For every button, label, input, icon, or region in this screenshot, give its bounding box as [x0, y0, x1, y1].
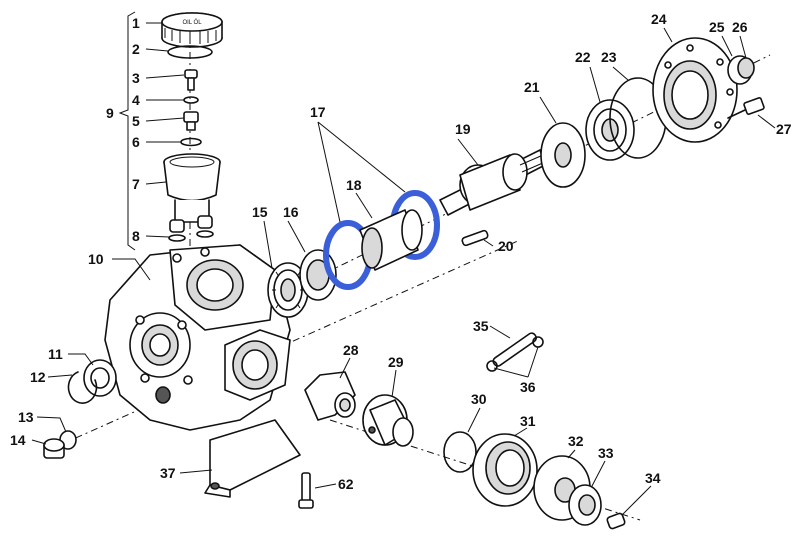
callout-3: 3	[132, 70, 140, 86]
callout-34: 34	[645, 470, 661, 486]
callout-6: 6	[132, 134, 140, 150]
callout-4: 4	[132, 92, 140, 108]
piston-29	[362, 394, 414, 447]
callout-20: 20	[498, 238, 514, 254]
callout-11: 11	[48, 346, 63, 362]
callout-33: 33	[598, 445, 614, 461]
callout-labels: 1 2 3 4 5 6 7 8 9 10 11 12 13 14 15 16 1…	[10, 11, 792, 492]
screw-62	[298, 472, 314, 509]
callout-62: 62	[338, 476, 354, 492]
callout-28: 28	[343, 342, 359, 358]
callout-5: 5	[132, 113, 140, 129]
pin-35	[492, 332, 538, 367]
pump-housing	[104, 244, 291, 431]
callout-18: 18	[346, 177, 362, 193]
callout-19: 19	[455, 121, 471, 137]
callout-36: 36	[520, 379, 536, 395]
oil-bowl	[163, 153, 221, 233]
callout-8: 8	[132, 228, 140, 244]
callout-25: 25	[709, 19, 725, 35]
valve-5	[183, 111, 199, 131]
callout-21: 21	[524, 79, 540, 95]
axis-main	[59, 239, 521, 446]
callout-10: 10	[88, 251, 104, 267]
conrod-28	[304, 371, 356, 421]
bearing-15	[267, 262, 309, 318]
oring-8b	[196, 230, 214, 238]
callout-27: 27	[776, 121, 792, 137]
bolt-34	[606, 512, 626, 530]
callout-37: 37	[160, 465, 176, 481]
callout-29: 29	[388, 354, 404, 370]
callout-16: 16	[283, 204, 299, 220]
circlip-12	[67, 371, 98, 404]
cylinder-31	[472, 433, 538, 507]
cap-label: OIL ÖL	[182, 19, 202, 26]
cover-24	[652, 37, 738, 143]
screw-3	[184, 69, 198, 91]
callout-2: 2	[132, 41, 140, 57]
callout-35: 35	[473, 318, 489, 334]
seal-26	[737, 57, 755, 79]
callout-23: 23	[601, 49, 617, 65]
key-20	[461, 229, 489, 247]
oring-30	[443, 431, 477, 473]
callout-17: 17	[310, 104, 326, 120]
clip-36b	[486, 360, 498, 372]
stand-37	[204, 419, 301, 498]
callout-15: 15	[252, 204, 268, 220]
seal-11	[83, 359, 117, 397]
bolt-27	[727, 97, 765, 119]
callout-31: 31	[520, 413, 536, 429]
callout-13: 13	[18, 409, 34, 425]
leader-lines	[31, 22, 776, 516]
callout-7: 7	[132, 176, 140, 192]
plug-14	[43, 430, 77, 459]
needle-bearing-18	[359, 209, 423, 271]
race-16	[299, 249, 337, 301]
oring-6	[180, 137, 202, 147]
callout-1: 1	[132, 15, 140, 31]
seal-plate-21	[540, 122, 586, 188]
callout-30: 30	[471, 391, 487, 407]
callout-26: 26	[732, 19, 748, 35]
valve-33	[568, 484, 602, 526]
callout-14: 14	[10, 432, 26, 448]
oring-8a	[168, 234, 186, 242]
callout-9: 9	[106, 105, 114, 121]
cap-oring	[167, 45, 213, 59]
callout-32: 32	[568, 433, 584, 449]
callout-24: 24	[651, 11, 667, 27]
oil-cap: OIL ÖL	[161, 12, 223, 48]
crankshaft-19	[439, 149, 553, 216]
bracket-9	[118, 11, 136, 251]
callout-22: 22	[575, 49, 591, 65]
washer-4	[183, 96, 199, 104]
callout-12: 12	[30, 369, 46, 385]
